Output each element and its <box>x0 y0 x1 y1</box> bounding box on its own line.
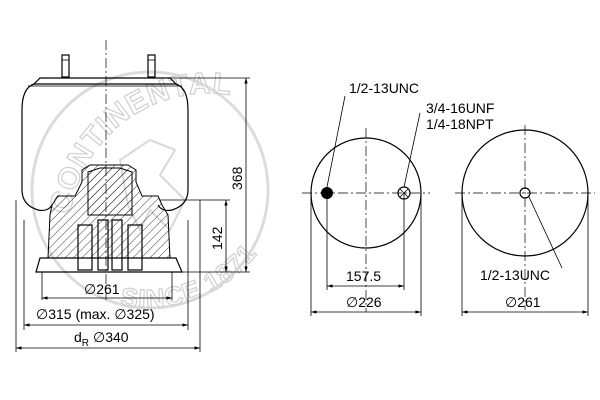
bumper <box>87 167 133 216</box>
dim-bottom-dia: ∅261 <box>505 294 541 310</box>
stud-right <box>147 54 156 78</box>
leader-bottom-thread <box>528 196 563 269</box>
thread-2a-label: 3/4-16UNF <box>426 100 494 116</box>
dim-dr: dR∅340 <box>74 329 129 349</box>
center-hole <box>519 187 531 199</box>
bellow-left-edge <box>21 83 53 212</box>
dim-height-total: 368 <box>229 166 245 190</box>
thread-2b-label: 1/4-18NPT <box>426 116 494 132</box>
watermark-ring <box>30 70 270 310</box>
stud-left <box>61 54 70 78</box>
dim-top-dia: ∅226 <box>346 294 382 310</box>
leader-thread-1 <box>326 95 346 188</box>
side-view: ∅261 ∅315 (max. ∅325) dR∅340 368 142 <box>15 40 250 352</box>
dim-height-piston: 142 <box>209 226 225 250</box>
bottom-view: 1/2-13UNC ∅261 <box>455 125 595 316</box>
leader-thread-2 <box>403 112 421 188</box>
dim-piston-dia: ∅261 <box>84 281 120 297</box>
dim-bead-dia: ∅315 (max. ∅325) <box>36 306 155 322</box>
dim-offset: 157.5 <box>346 268 381 284</box>
top-view: 1/2-13UNC 3/4-16UNF 1/4-18NPT 157.5 ∅226 <box>302 80 494 316</box>
thread-1-label: 1/2-13UNC <box>349 80 419 96</box>
bottom-thread-label: 1/2-13UNC <box>480 267 550 283</box>
